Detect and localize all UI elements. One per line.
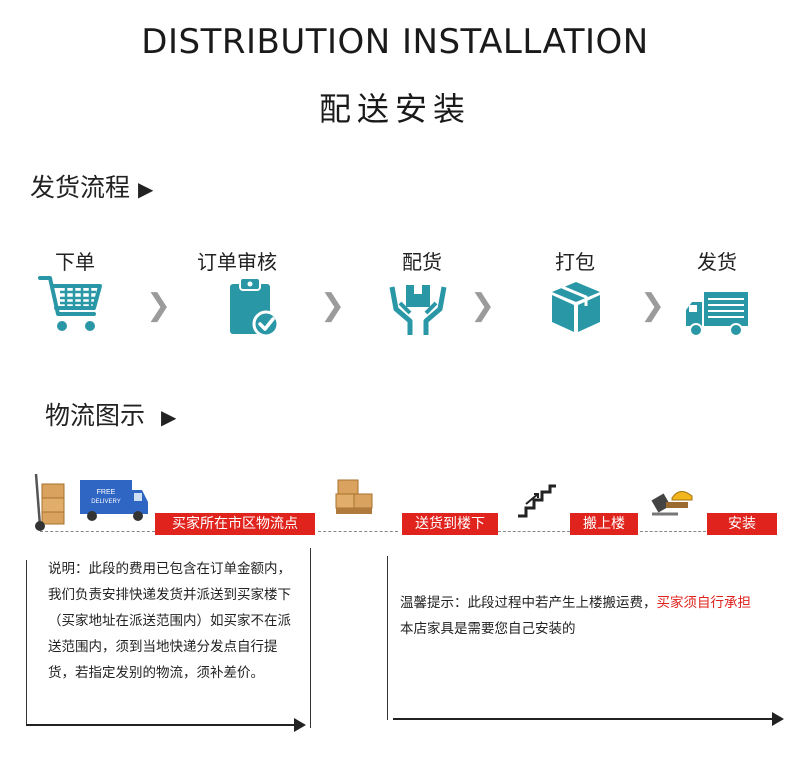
process-heading: 发货流程 ▶ — [30, 168, 153, 204]
tools-icon — [651, 491, 693, 516]
clipboard-check-icon — [230, 277, 280, 338]
delivery-truck-icon — [686, 292, 748, 337]
step-label-review: 订单审核 — [197, 250, 277, 274]
truck-with-boxes-icon: FREE DELIVERY — [34, 473, 148, 531]
stage-label-deliver-downstairs: 送货到楼下 — [402, 513, 498, 535]
logistics-heading: 物流图示 ▶ — [45, 396, 176, 432]
stage-label-install: 安装 — [707, 513, 777, 535]
chevron-right-icon: ❯ — [320, 288, 346, 323]
arrow-right-icon — [772, 712, 784, 726]
shopping-cart-icon — [38, 276, 102, 331]
chevron-right-icon: ❯ — [640, 288, 666, 323]
boxes-stack-icon — [335, 479, 373, 514]
stairs-icon — [518, 484, 556, 518]
note-left: 说明：此段的费用已包含在订单金额内，我们负责安排快递发货并派送到买家楼下（买家地… — [48, 561, 291, 681]
step-label-order: 下单 — [55, 250, 95, 274]
step-label-ship: 发货 — [697, 250, 737, 274]
svg-text:DELIVERY: DELIVERY — [91, 499, 121, 505]
chevron-right-icon: ❯ — [470, 288, 496, 323]
page-title-cn: 配送安装 — [318, 90, 471, 128]
step-label-pack: 打包 — [555, 250, 595, 274]
stage-label-city-logistics: 买家所在市区物流点 — [155, 513, 315, 535]
note-right-line2: 本店家具是需要您自己安装的 — [400, 621, 576, 637]
note-right-red: 买家须自行承担 — [656, 595, 752, 611]
arrow-right-icon: ▶ — [161, 405, 177, 429]
arrow-right-icon: ▶ — [138, 177, 154, 201]
note-right-prefix: 温馨提示：此段过程中若产生上楼搬运费， — [400, 595, 657, 611]
package-box-icon — [552, 282, 600, 332]
hands-box-icon — [389, 285, 447, 335]
chevron-right-icon: ❯ — [146, 288, 172, 323]
note-right: 温馨提示：此段过程中若产生上楼搬运费，买家须自行承担 本店家具是需要您自己安装的 — [400, 590, 790, 642]
process-heading-label: 发货流程 — [30, 173, 131, 202]
step-label-pick: 配货 — [402, 250, 442, 274]
stage-label-carry-upstairs: 搬上楼 — [570, 513, 638, 535]
truck-text: FREE — [97, 489, 116, 496]
logistics-heading-label: 物流图示 — [45, 401, 146, 430]
arrow-right-icon — [294, 718, 306, 732]
page-title-en: DISTRIBUTION INSTALLATION — [141, 22, 649, 62]
